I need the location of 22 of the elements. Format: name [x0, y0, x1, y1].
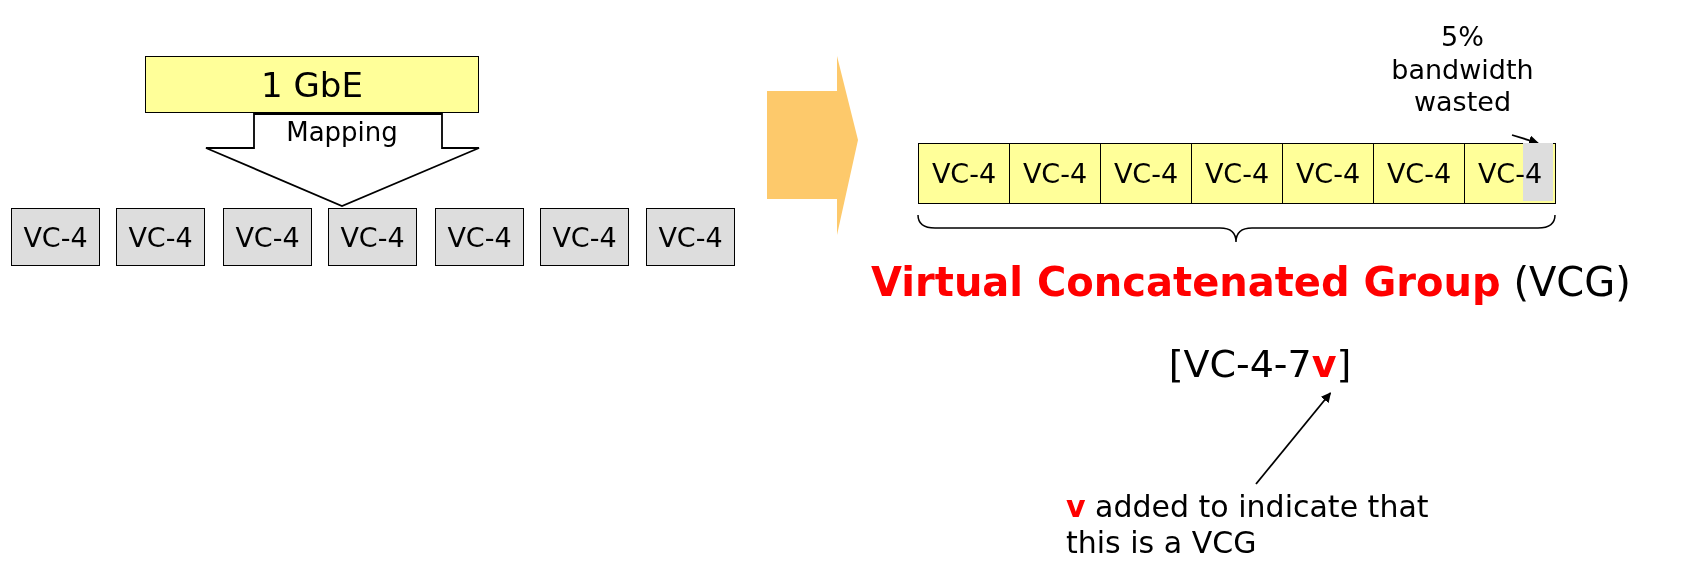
vc-4-block: VC-4	[1373, 143, 1465, 204]
vc-4-block: VC-4	[1191, 143, 1283, 204]
leader-arrow	[1255, 392, 1332, 485]
block-label: VC-4	[1477, 158, 1543, 189]
vc-4-block: VC-4	[1009, 143, 1101, 204]
vc-4-block: VC-4	[646, 208, 735, 266]
vc-4-block: VC-4	[223, 208, 312, 266]
vc-4-block: VC-4	[918, 143, 1010, 204]
vc-4-block: VC-4	[1100, 143, 1192, 204]
annotation-text: v added to indicate that this is a VCG	[1066, 484, 1446, 566]
notation-text: [VC-4-7v]	[1150, 337, 1370, 393]
vc-4-block: VC-4	[435, 208, 524, 266]
edge-label: Mapping	[285, 116, 399, 148]
vc-4-block: VC-4	[11, 208, 100, 266]
mapping-arrow	[205, 113, 480, 207]
vc-4-block: VC-4	[540, 208, 629, 266]
annotation-text: 5% bandwidth wasted	[1380, 5, 1545, 135]
vc-4-block: VC-4	[1282, 143, 1374, 204]
vc-4-block: VC-4	[116, 208, 205, 266]
signal-box: 1 GbE	[145, 56, 479, 113]
group-caption: Virtual Concatenated Group (VCG)	[870, 258, 1632, 307]
vc-4-block: VC-4	[328, 208, 417, 266]
